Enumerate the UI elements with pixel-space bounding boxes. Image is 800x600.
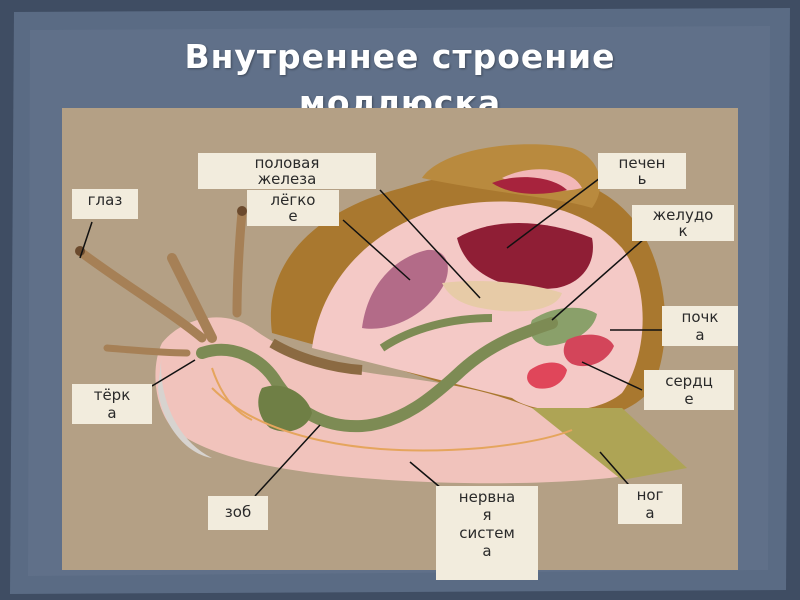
tentacle-lower (103, 344, 191, 357)
label-terka: тёрк а (72, 384, 152, 424)
label-zob-text: зоб (224, 503, 252, 521)
label-pochka: почк а (662, 306, 738, 346)
kidney (563, 334, 614, 367)
label-pochka-line1: почк (681, 308, 719, 326)
label-polovaya-line2: железа (257, 170, 317, 188)
foot (532, 408, 687, 480)
gut-tube (196, 317, 558, 433)
heart (527, 362, 567, 389)
tentacle-right (232, 208, 247, 318)
label-polovaya: половая железа (198, 153, 376, 189)
label-pochka-line2: а (695, 326, 705, 344)
label-nervnaya-line3: систем (459, 524, 515, 542)
label-polovaya-line1: половая (254, 154, 320, 172)
stomach (530, 307, 597, 346)
label-pechen-line2: ь (637, 170, 647, 188)
lung (362, 249, 448, 329)
snail-body (155, 317, 662, 484)
crop (258, 385, 312, 432)
label-zheludok: желудо к (632, 205, 734, 241)
label-serdce-line2: е (684, 390, 694, 408)
label-nervnaya-line2: я (482, 506, 492, 524)
label-terka-line2: а (107, 404, 117, 422)
label-terka-line1: тёрк (93, 386, 131, 404)
label-glaz-text: глаз (87, 191, 123, 209)
label-nervnaya-line1: нервна (458, 488, 516, 506)
label-nervnaya: нервна я систем а (436, 486, 538, 580)
label-legkoe-line1: лёгко (270, 191, 316, 209)
liver (457, 223, 593, 289)
label-zob: зоб (208, 496, 268, 530)
label-serdce: сердц е (644, 370, 734, 410)
label-noga-line1: ног (636, 486, 664, 504)
label-pechen: печен ь (598, 153, 686, 189)
tentacle-upper (167, 253, 217, 343)
label-serdce-line1: сердц (665, 372, 713, 390)
label-noga-line2: а (645, 504, 655, 522)
label-noga: ног а (618, 484, 682, 524)
label-zheludok-line2: к (678, 222, 688, 240)
slide-title-line1: Внутреннее строение (184, 37, 616, 76)
nerve-cord (211, 387, 573, 452)
label-glaz: глаз (72, 189, 138, 219)
label-nervnaya-line4: а (482, 542, 492, 560)
tentacle-long (77, 248, 207, 343)
label-legkoe: лёгко е (247, 190, 339, 226)
label-zheludok-line1: желудо (652, 206, 714, 224)
label-legkoe-line2: е (288, 207, 298, 225)
label-pechen-line1: печен (618, 154, 666, 172)
